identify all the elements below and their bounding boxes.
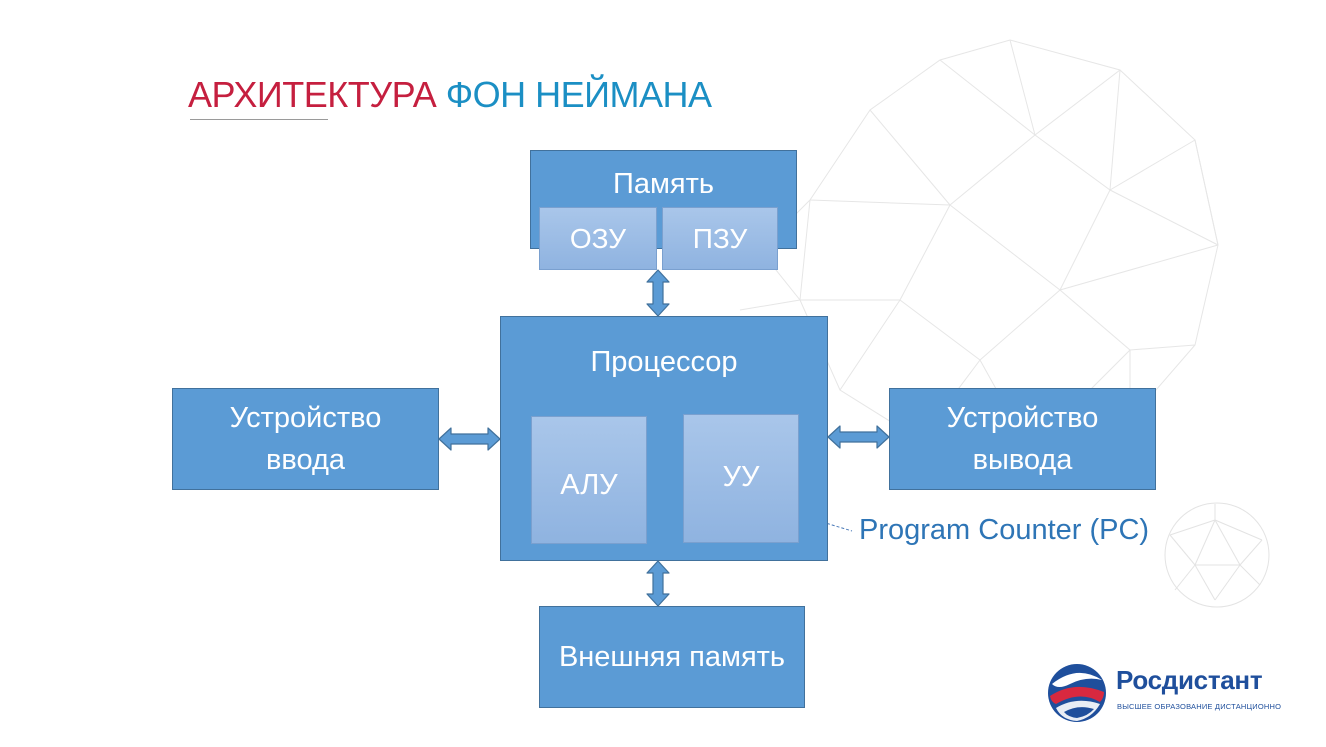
alu-block: АЛУ [531, 416, 647, 544]
memory-label: Память [612, 168, 714, 200]
program-counter-label: Program Counter (PC) [859, 514, 1150, 546]
ram-label: ОЗУ [569, 222, 627, 254]
output-device-label-line1: Устройство [946, 402, 1099, 434]
processor-label: Процессор [590, 346, 738, 378]
output-device-label-line2: вывода [972, 444, 1073, 476]
logo-tagline: ВЫСШЕЕ ОБРАЗОВАНИЕ ДИСТАНЦИОННО [1117, 702, 1282, 711]
title-part-blue: ФОН НЕЙМАНА [445, 74, 712, 115]
rom-block: ПЗУ [662, 207, 778, 270]
rom-label: ПЗУ [692, 222, 748, 254]
slide-title: АРХИТЕКТУРА ФОН НЕЙМАНА [188, 74, 712, 116]
title-underline [190, 119, 328, 120]
control-unit-block: УУ [683, 414, 799, 543]
external-memory-block: Внешняя память [539, 606, 805, 708]
memory-processor-arrow [646, 269, 670, 317]
input-processor-arrow [438, 427, 501, 451]
processor-extmem-arrow [646, 560, 670, 607]
ram-block: ОЗУ [539, 207, 657, 270]
title-part-red: АРХИТЕКТУРА [188, 74, 437, 115]
input-device-label-line2: ввода [265, 444, 346, 476]
logo-name: Росдистант [1116, 665, 1263, 695]
input-device-block: Устройство ввода [172, 388, 439, 490]
output-device-block: Устройство вывода [889, 388, 1156, 490]
alu-label: АЛУ [560, 469, 618, 501]
rosdistant-logo: Росдистант ВЫСШЕЕ ОБРАЗОВАНИЕ ДИСТАНЦИОН… [1046, 661, 1286, 727]
rosdistant-globe-icon [1048, 664, 1106, 722]
input-device-label-line1: Устройство [229, 402, 382, 434]
processor-output-arrow [827, 425, 890, 449]
external-memory-label: Внешняя память [558, 641, 786, 673]
control-unit-label: УУ [722, 460, 760, 493]
